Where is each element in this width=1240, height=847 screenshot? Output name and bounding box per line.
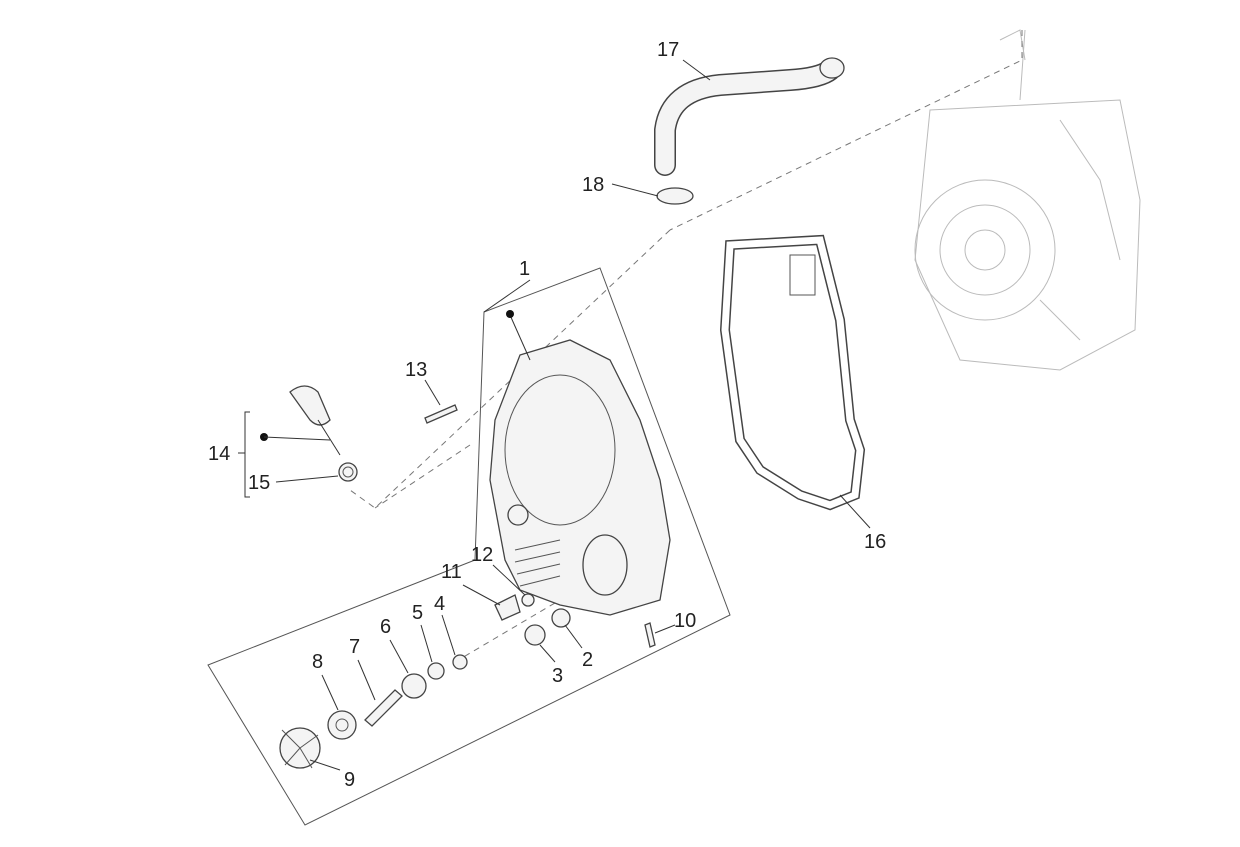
washer [521, 593, 535, 607]
part-label-3[interactable]: 3 [552, 665, 563, 687]
part-label-12[interactable]: 12 [471, 544, 493, 566]
part-label-13[interactable]: 13 [405, 359, 427, 381]
dowel-pin [644, 622, 656, 648]
seal-ring [551, 608, 571, 628]
ring [427, 662, 445, 680]
part-label-1[interactable]: 1 [519, 258, 530, 280]
part-label-11[interactable]: 11 [441, 561, 462, 583]
assembly-line [374, 444, 471, 509]
kit-frame [207, 267, 731, 826]
part-label-15[interactable]: 15 [248, 472, 270, 494]
part-label-18[interactable]: 18 [582, 174, 604, 196]
mechanical-seal [327, 710, 357, 740]
part-label-14[interactable]: 14 [208, 443, 230, 465]
hose-clamp [656, 187, 694, 205]
washer [452, 654, 468, 670]
part-label-5[interactable]: 5 [412, 602, 423, 624]
temp-sensor [494, 594, 521, 621]
assembly-line [454, 599, 561, 663]
part-label-9[interactable]: 9 [344, 769, 355, 791]
side-cover [489, 339, 671, 616]
assembly-line [669, 30, 1023, 231]
dipstick [289, 385, 341, 456]
o-ring [338, 462, 358, 482]
assembly-line [349, 229, 671, 509]
gasket-window [789, 254, 816, 296]
cover-gasket [719, 234, 866, 511]
part-label-2[interactable]: 2 [582, 649, 593, 671]
leader-lines [238, 59, 871, 771]
part-label-7[interactable]: 7 [349, 636, 360, 658]
impeller [279, 727, 321, 769]
part-label-4[interactable]: 4 [434, 593, 445, 615]
part-label-6[interactable]: 6 [380, 616, 391, 638]
engine-background-sketch [914, 29, 1141, 371]
part-label-16[interactable]: 16 [864, 531, 886, 553]
bearing [401, 673, 427, 699]
bolt [424, 404, 458, 424]
pump-shaft [364, 689, 403, 727]
part-label-8[interactable]: 8 [312, 651, 323, 673]
part-label-17[interactable]: 17 [657, 39, 679, 61]
part-label-10[interactable]: 10 [674, 610, 696, 632]
plug [524, 624, 546, 646]
hose-part [654, 57, 845, 176]
